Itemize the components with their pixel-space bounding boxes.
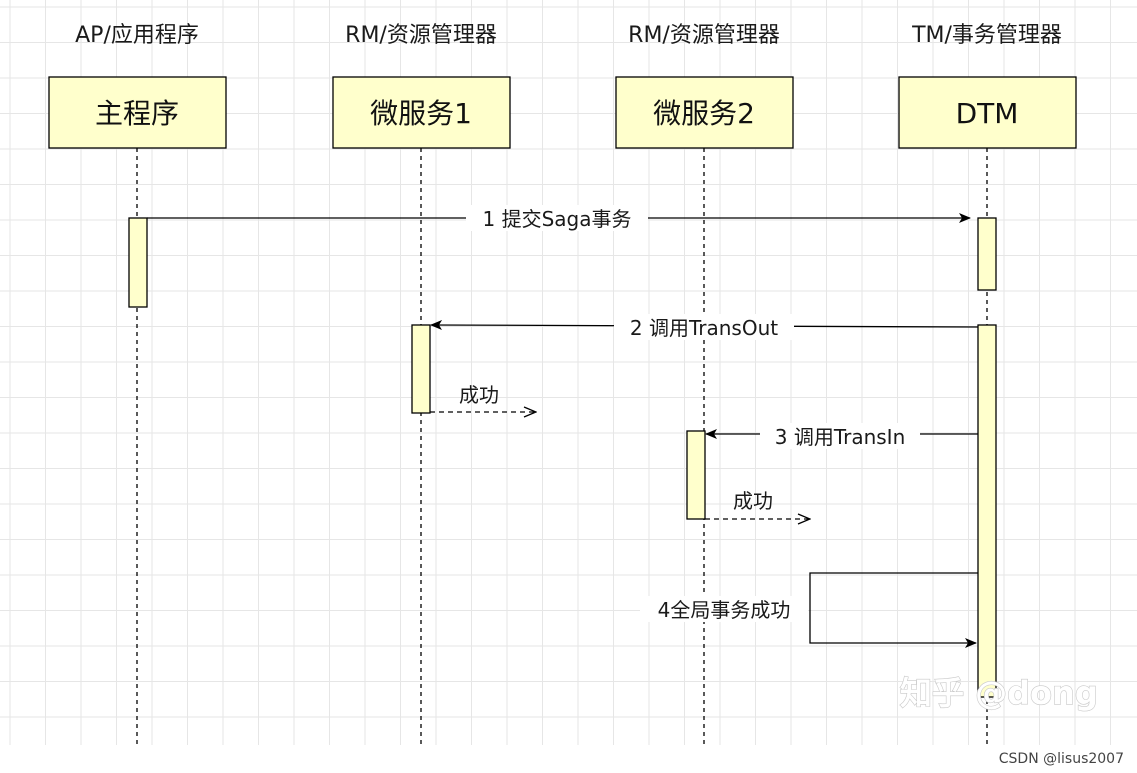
watermark-zhihu: 知乎 @dong [900,674,1098,712]
watermark-csdn: CSDN @lisus2007 [999,751,1124,767]
message-label-trans-in: 3 调用TransIn [775,425,906,449]
participant-role-tm: TM/事务管理器 [911,23,1062,48]
message-label-global-success: 4全局事务成功 [658,598,791,622]
participant-dtm: DTM [898,76,1077,149]
reply-label-success-2: 成功 [733,489,773,513]
message-label-submit: 1 提交Saga事务 [483,207,632,231]
activation-main-program [128,217,148,308]
activation-microservice-2 [686,430,706,520]
reply-label-success-1: 成功 [459,383,499,407]
participant-name: 微服务1 [370,97,472,130]
participant-name: 微服务2 [653,97,755,130]
message-label-trans-out: 2 调用TransOut [630,316,778,340]
participant-role-rm-2: RM/资源管理器 [628,23,780,48]
participant-name: 主程序 [95,97,179,130]
participant-microservice-2: 微服务2 [615,76,794,149]
participant-microservice-1: 微服务1 [332,76,511,149]
participant-name: DTM [956,97,1019,130]
message-arrow-global-success [809,572,978,648]
participant-role-ap: AP/应用程序 [75,23,199,48]
activation-microservice-1 [411,324,431,414]
activation-dtm-1 [977,217,997,291]
participant-main-program: 主程序 [48,76,227,149]
activation-dtm-2 [977,324,997,698]
participant-role-rm-1: RM/资源管理器 [345,23,497,48]
